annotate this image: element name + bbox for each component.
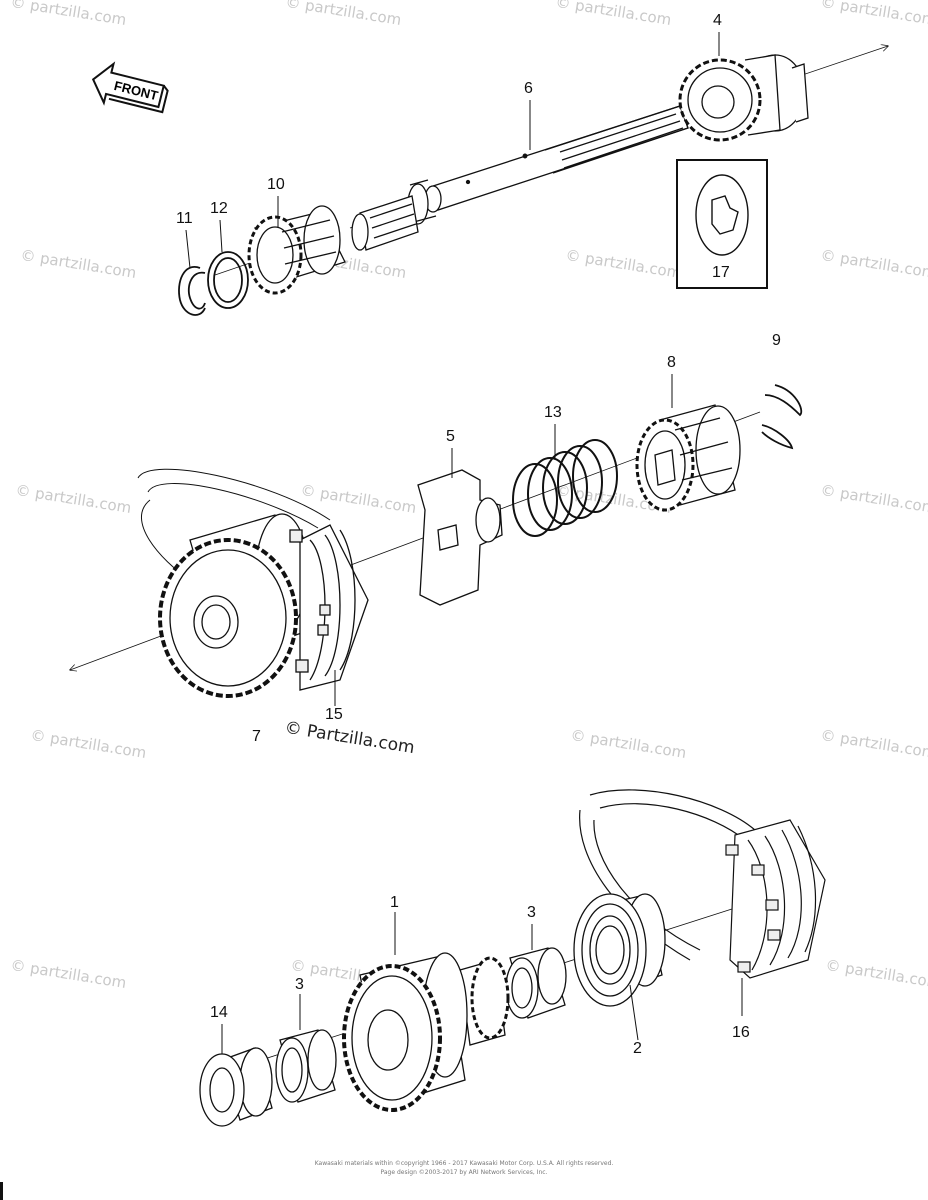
lock-washer-part-17 (676, 159, 768, 289)
chain-plates-part-15 (289, 524, 369, 691)
callout-15: 15 (325, 706, 343, 723)
callout-12: 12 (210, 200, 228, 217)
front-arrow-icon: FRONT (91, 61, 169, 114)
callout-7: 7 (252, 728, 261, 745)
callout-6: 6 (524, 80, 533, 97)
callout-14: 14 (210, 1004, 228, 1021)
needle-bearing-part-3a (505, 947, 567, 1019)
copyright-line-2: Page design ©2003-2017 by ARI Network Se… (380, 1169, 548, 1176)
callout-13: 13 (544, 404, 562, 421)
collar-part-14 (199, 1047, 273, 1127)
callout-5: 5 (446, 428, 455, 445)
shifter-fork-part-5 (417, 469, 503, 606)
gear-part-4 (678, 54, 809, 142)
callout-4: 4 (713, 12, 722, 29)
callout-3a: 3 (527, 904, 536, 921)
needle-bearing-part-3b (275, 1029, 337, 1103)
callout-10: 10 (267, 176, 285, 193)
copyright-line-1: Kawasaki materials within ©copyright 196… (314, 1160, 614, 1167)
callout-16: 16 (732, 1024, 750, 1041)
spring-part-13 (512, 439, 618, 537)
double-gear-part-1 (342, 952, 510, 1112)
callout-8: 8 (667, 354, 676, 371)
callout-9: 9 (772, 332, 781, 349)
leader-lines (185, 32, 743, 1054)
callout-1: 1 (390, 894, 399, 911)
ring-part-12 (207, 251, 249, 309)
gear-part-10 (247, 205, 346, 295)
callout-17: 17 (712, 264, 730, 281)
callout-11: 11 (176, 210, 193, 227)
shaft-assembly (214, 46, 888, 276)
circlip-part-9 (761, 384, 803, 450)
gear-part-8 (635, 404, 741, 512)
callout-2: 2 (633, 1040, 642, 1057)
callout-3b: 3 (295, 976, 304, 993)
circlip-part-11 (178, 266, 206, 316)
sprocket-part-7 (137, 468, 331, 698)
ball-bearing-part-2 (573, 893, 666, 1007)
left-edge-mark (0, 1182, 3, 1200)
